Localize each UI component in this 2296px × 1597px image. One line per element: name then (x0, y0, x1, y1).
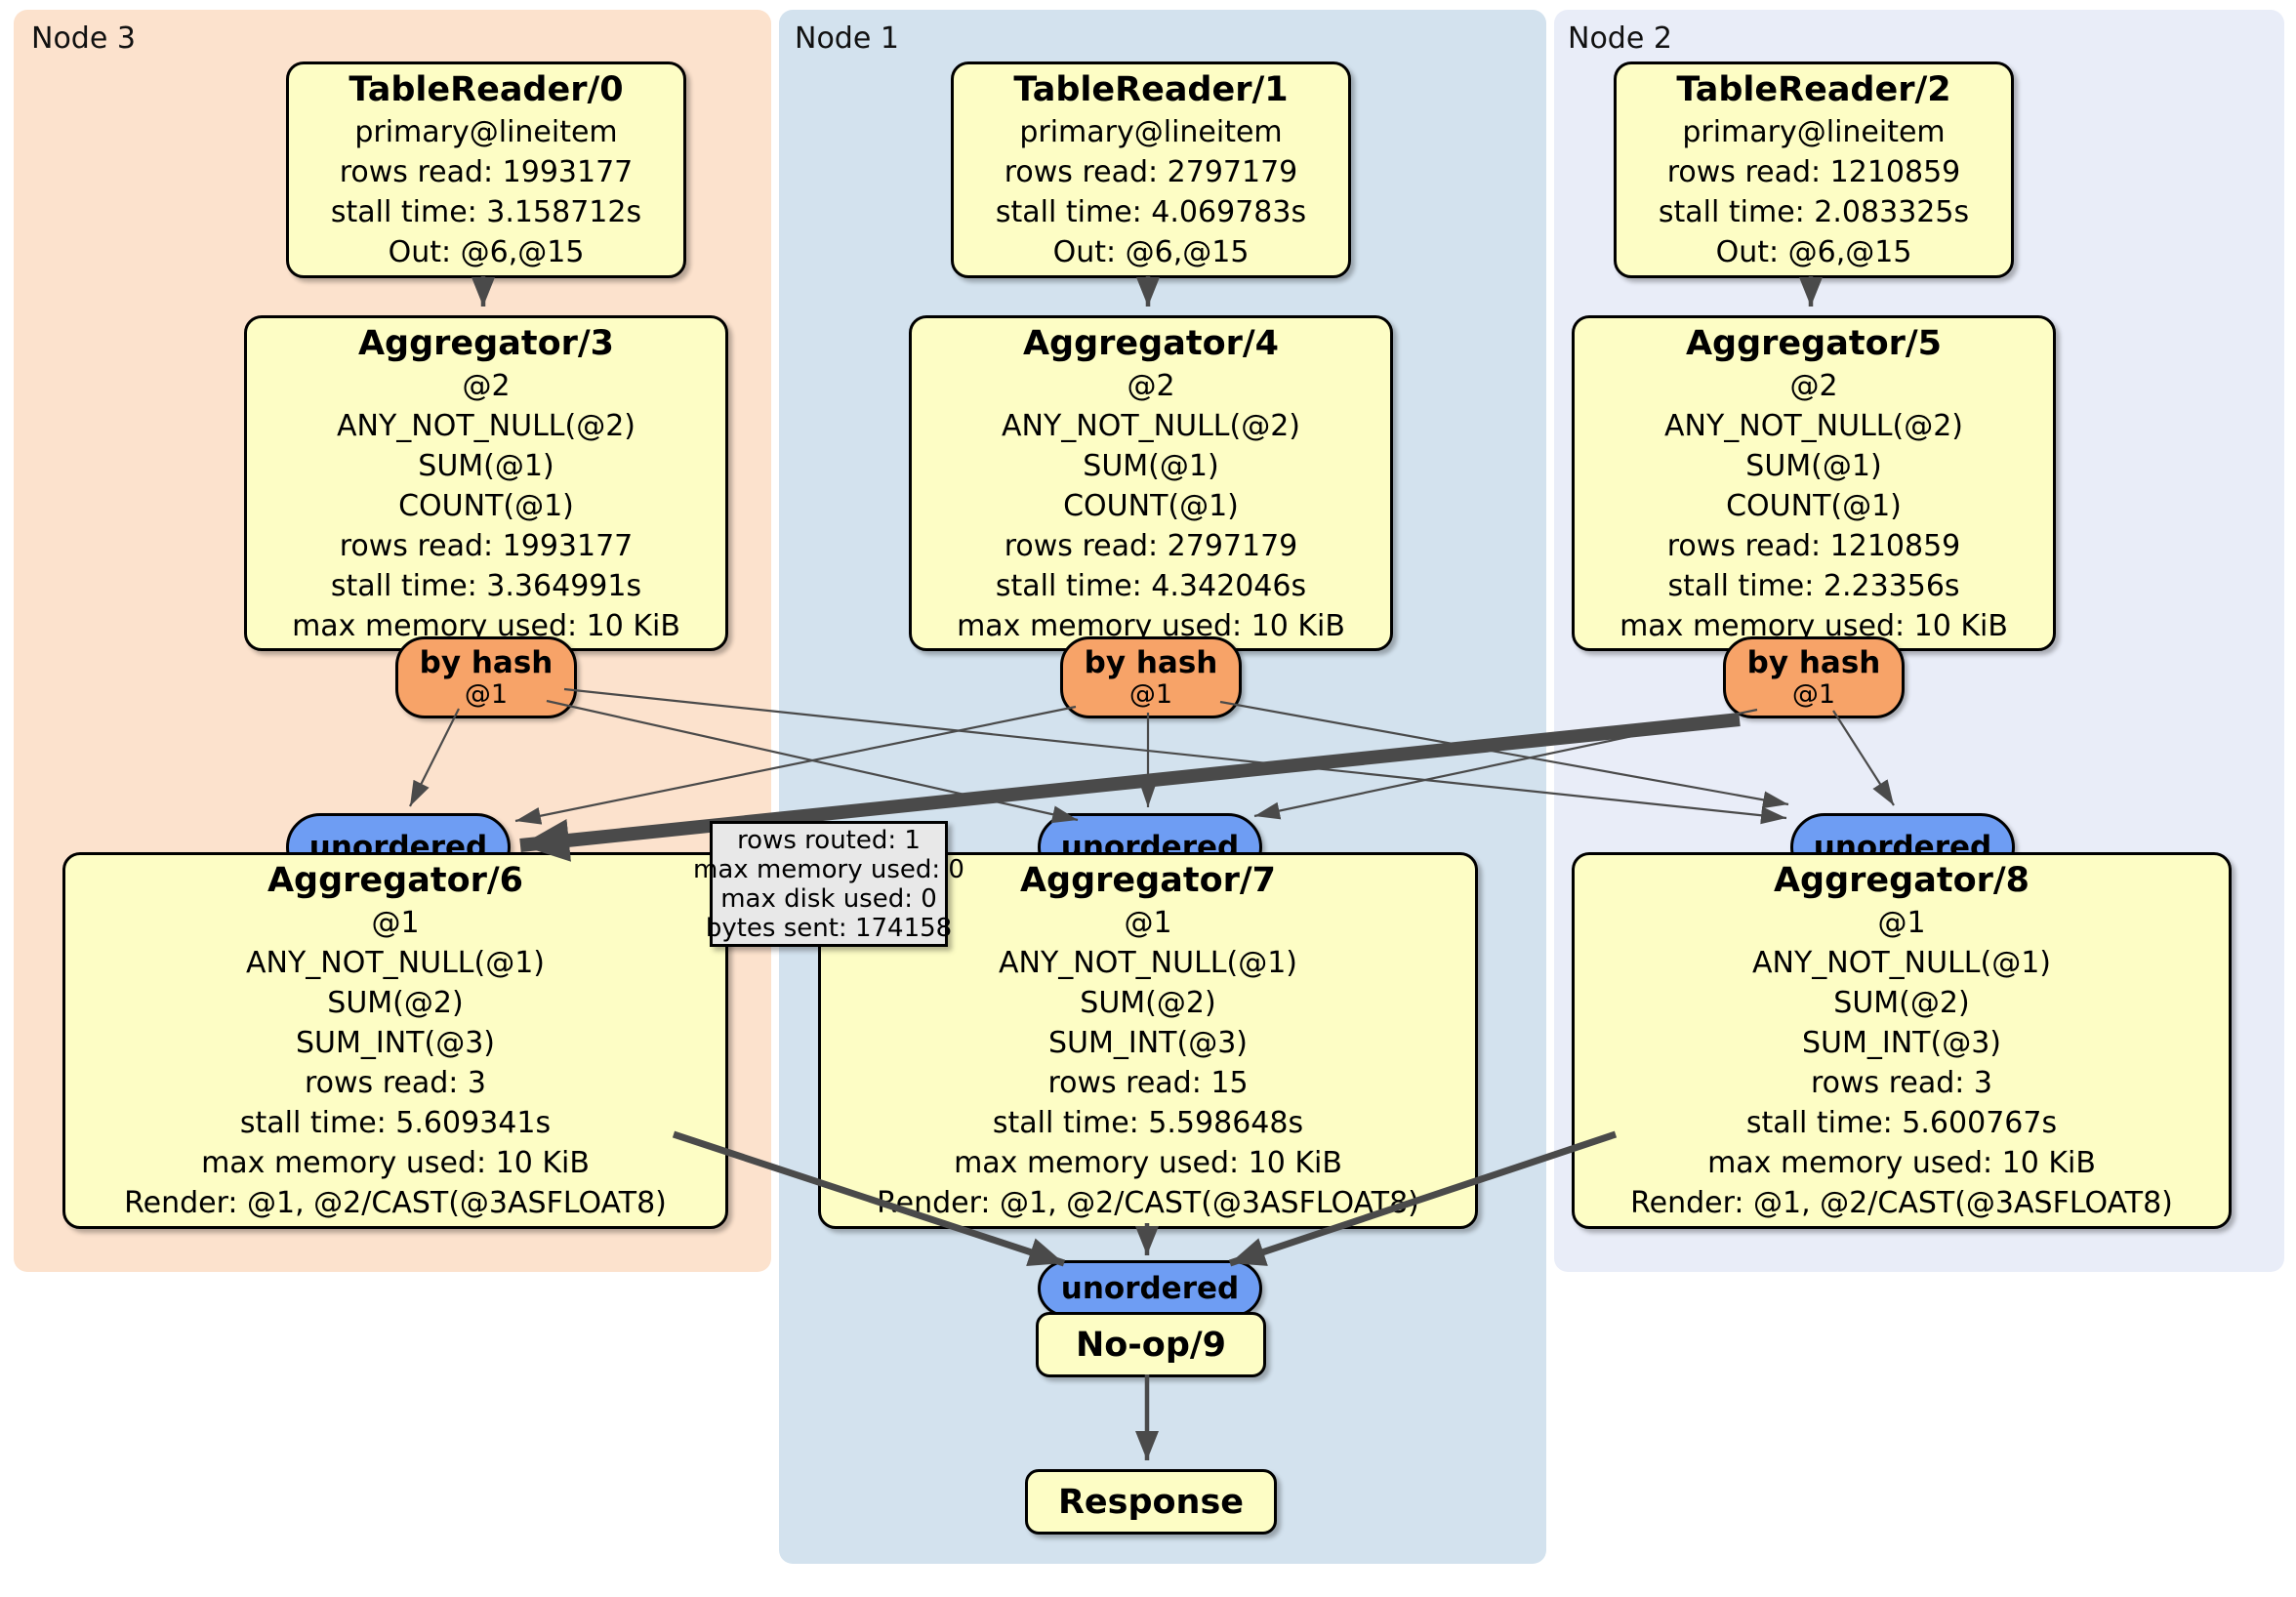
node-detail-line: Render: @1, @2/CAST(@3ASFLOAT8) (1630, 1186, 2173, 1220)
sync-unordered-final[interactable]: unordered (1038, 1260, 1262, 1317)
panel-label-node-3: Node 3 (31, 21, 136, 56)
node-title: TableReader/1 (1013, 70, 1289, 109)
node-detail-line: @2 (462, 368, 511, 403)
node-aggregator-5[interactable]: Aggregator/5 @2 ANY_NOT_NULL(@2) SUM(@1)… (1572, 315, 2056, 651)
node-response[interactable]: Response (1025, 1469, 1277, 1535)
node-detail-line: SUM(@1) (1745, 448, 1882, 483)
node-title: No-op/9 (1075, 1325, 1227, 1365)
node-detail-line: @2 (1127, 368, 1175, 403)
node-detail-line: Out: @6,@15 (1715, 235, 1912, 269)
tooltip-line: rows routed: 1 (737, 825, 921, 855)
node-detail-line: stall time: 2.23356s (1667, 568, 1960, 603)
node-detail-line: SUM(@1) (418, 448, 554, 483)
node-detail-line: max memory used: 10 KiB (954, 1146, 1342, 1180)
router-by-hash-node2[interactable]: by hash @1 (1723, 636, 1905, 718)
node-detail-line: max memory used: 10 KiB (1707, 1146, 2096, 1180)
sync-label: unordered (1060, 1271, 1240, 1306)
node-detail-line: Render: @1, @2/CAST(@3ASFLOAT8) (877, 1186, 1419, 1220)
node-detail-line: SUM(@2) (1080, 986, 1216, 1020)
node-title: TableReader/2 (1676, 70, 1951, 109)
node-title: Aggregator/3 (357, 323, 615, 363)
node-detail-line: ANY_NOT_NULL(@1) (246, 946, 545, 980)
node-detail-line: COUNT(@1) (1063, 488, 1239, 523)
node-noop-9[interactable]: No-op/9 (1036, 1312, 1266, 1377)
node-detail-line: rows read: 3 (304, 1066, 487, 1100)
node-detail-line: @1 (1877, 906, 1926, 940)
router-key: @1 (1791, 679, 1836, 710)
node-title: Aggregator/5 (1685, 323, 1943, 363)
node-detail-line: SUM_INT(@3) (1048, 1026, 1248, 1060)
node-detail-line: stall time: 5.609341s (239, 1106, 552, 1140)
node-aggregator-8[interactable]: Aggregator/8 @1 ANY_NOT_NULL(@1) SUM(@2)… (1572, 852, 2232, 1229)
node-detail-line: COUNT(@1) (1726, 488, 1902, 523)
node-tablereader-2[interactable]: TableReader/2 primary@lineitem rows read… (1614, 61, 2014, 278)
node-detail-line: @1 (371, 906, 420, 940)
router-label: by hash (1084, 645, 1218, 680)
node-detail-line: rows read: 1993177 (339, 155, 634, 189)
node-detail-line: Out: @6,@15 (1052, 235, 1250, 269)
tooltip-line: max disk used: 0 (720, 883, 937, 914)
tooltip-line: max memory used: 0 (693, 854, 964, 884)
node-detail-line: SUM(@1) (1083, 448, 1219, 483)
node-detail-line: stall time: 4.342046s (995, 568, 1307, 603)
node-detail-line: SUM_INT(@3) (1802, 1026, 2001, 1060)
node-detail-line: stall time: 4.069783s (995, 195, 1307, 229)
router-key: @1 (1128, 679, 1173, 710)
node-title: Response (1057, 1482, 1245, 1522)
router-label: by hash (419, 645, 554, 680)
node-detail-line: rows read: 15 (1047, 1066, 1249, 1100)
node-detail-line: @1 (1124, 906, 1172, 940)
node-detail-line: @2 (1789, 368, 1838, 403)
node-aggregator-4[interactable]: Aggregator/4 @2 ANY_NOT_NULL(@2) SUM(@1)… (909, 315, 1393, 651)
node-aggregator-6[interactable]: Aggregator/6 @1 ANY_NOT_NULL(@1) SUM(@2)… (62, 852, 728, 1229)
node-title: Aggregator/8 (1773, 861, 2030, 900)
node-detail-line: primary@lineitem (1682, 115, 1946, 149)
node-detail-line: max memory used: 10 KiB (201, 1146, 590, 1180)
node-title: Aggregator/7 (1019, 861, 1277, 900)
router-by-hash-node1[interactable]: by hash @1 (1060, 636, 1242, 718)
router-label: by hash (1746, 645, 1881, 680)
tooltip-line: bytes sent: 174158 (705, 913, 953, 943)
node-detail-line: stall time: 3.158712s (330, 195, 642, 229)
node-detail-line: Out: @6,@15 (388, 235, 585, 269)
node-title: Aggregator/4 (1022, 323, 1280, 363)
router-by-hash-node3[interactable]: by hash @1 (395, 636, 577, 718)
node-detail-line: Render: @1, @2/CAST(@3ASFLOAT8) (124, 1186, 667, 1220)
node-detail-line: rows read: 2797179 (1004, 528, 1298, 563)
node-detail-line: ANY_NOT_NULL(@1) (999, 946, 1297, 980)
panel-label-node-1: Node 1 (795, 21, 899, 56)
router-key: @1 (464, 679, 509, 710)
node-detail-line: ANY_NOT_NULL(@2) (1002, 408, 1300, 443)
node-detail-line: SUM(@2) (1833, 986, 1970, 1020)
node-detail-line: COUNT(@1) (398, 488, 574, 523)
panel-label-node-2: Node 2 (1568, 21, 1672, 56)
node-detail-line: stall time: 2.083325s (1658, 195, 1970, 229)
node-title: TableReader/0 (348, 70, 624, 109)
node-title: Aggregator/6 (266, 861, 524, 900)
node-detail-line: primary@lineitem (1019, 115, 1283, 149)
node-detail-line: ANY_NOT_NULL(@1) (1752, 946, 2051, 980)
node-tablereader-0[interactable]: TableReader/0 primary@lineitem rows read… (286, 61, 686, 278)
node-aggregator-3[interactable]: Aggregator/3 @2 ANY_NOT_NULL(@2) SUM(@1)… (244, 315, 728, 651)
node-detail-line: rows read: 1210859 (1666, 155, 1961, 189)
stream-stats-tooltip: rows routed: 1 max memory used: 0 max di… (693, 821, 964, 947)
node-detail-line: primary@lineitem (354, 115, 618, 149)
node-detail-line: SUM(@2) (327, 986, 464, 1020)
node-detail-line: stall time: 5.600767s (1745, 1106, 2058, 1140)
node-detail-line: rows read: 1993177 (339, 528, 634, 563)
node-detail-line: rows read: 2797179 (1004, 155, 1298, 189)
node-detail-line: rows read: 3 (1810, 1066, 1993, 1100)
node-detail-line: stall time: 3.364991s (330, 568, 642, 603)
node-detail-line: ANY_NOT_NULL(@2) (1664, 408, 1963, 443)
node-detail-line: rows read: 1210859 (1666, 528, 1961, 563)
node-tablereader-1[interactable]: TableReader/1 primary@lineitem rows read… (951, 61, 1351, 278)
node-detail-line: stall time: 5.598648s (992, 1106, 1304, 1140)
node-detail-line: ANY_NOT_NULL(@2) (337, 408, 636, 443)
node-detail-line: SUM_INT(@3) (296, 1026, 495, 1060)
